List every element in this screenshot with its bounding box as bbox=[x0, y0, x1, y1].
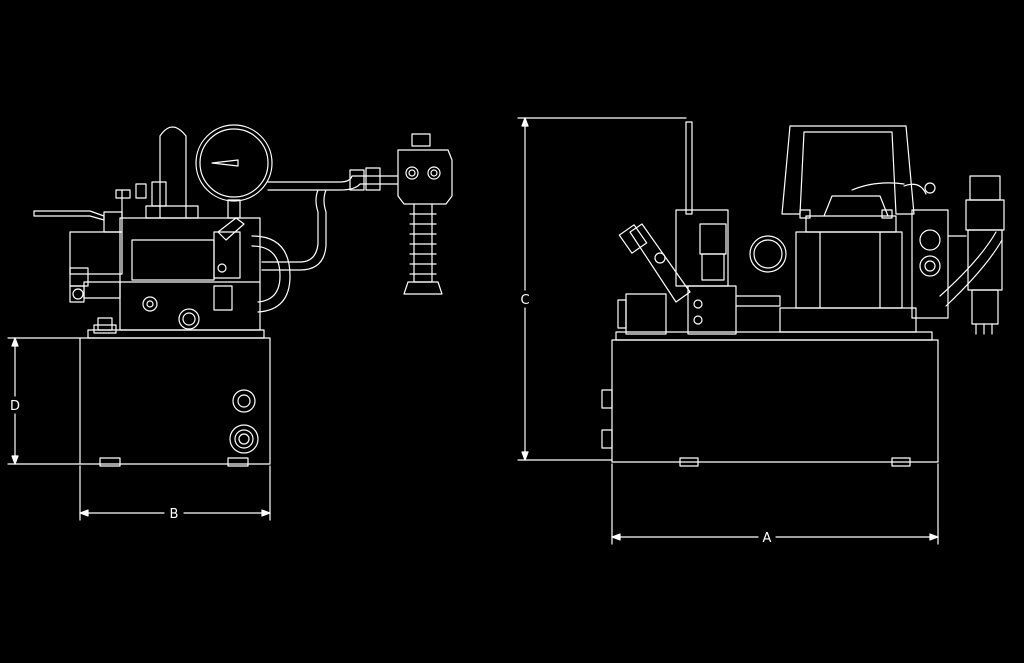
dimension-b bbox=[79, 465, 271, 521]
dimension-a-label: A bbox=[763, 531, 772, 546]
front-left-fittings bbox=[33, 183, 147, 303]
side-handle-post bbox=[685, 121, 693, 215]
side-release-valve bbox=[618, 223, 691, 303]
front-remote-pendant bbox=[397, 133, 453, 295]
side-cover-bracket bbox=[781, 125, 915, 219]
front-vertical-tube bbox=[145, 126, 199, 219]
side-reservoir bbox=[601, 331, 939, 467]
dimension-c-label: C bbox=[520, 293, 529, 308]
side-valve-block bbox=[617, 209, 781, 335]
dimension-a bbox=[611, 463, 939, 545]
dimension-d bbox=[7, 337, 81, 465]
dimension-b-label: B bbox=[170, 507, 179, 522]
front-view bbox=[7, 124, 453, 521]
front-valve-block bbox=[93, 217, 261, 334]
side-filter-regulator bbox=[851, 175, 1005, 335]
front-hoses bbox=[261, 167, 399, 271]
front-pressure-gauge bbox=[195, 124, 273, 219]
dimension-d-label: D bbox=[10, 399, 20, 414]
dimension-c bbox=[517, 117, 687, 461]
side-view bbox=[517, 117, 1005, 545]
front-elbow-fitting bbox=[213, 217, 291, 313]
front-reservoir bbox=[79, 329, 271, 467]
side-motor-housing bbox=[749, 195, 917, 333]
